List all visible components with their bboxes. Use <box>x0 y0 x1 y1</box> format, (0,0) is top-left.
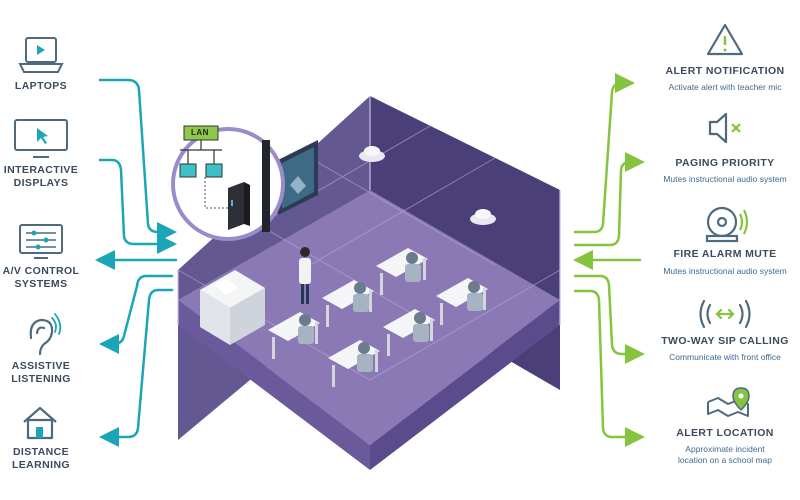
classroom-room <box>177 96 561 470</box>
label-distance-learning: DISTANCE LEARNING <box>11 446 71 471</box>
student-desks <box>268 248 488 387</box>
teacher-desk <box>200 270 265 345</box>
label-assistive-listening: ASSISTIVE LISTENING <box>11 360 71 385</box>
fire-alarm-bell-icon <box>705 206 749 243</box>
assistive-listening-icon <box>29 313 62 356</box>
two-way-signal-icon <box>699 299 751 329</box>
right-connectors <box>573 73 645 447</box>
title-fire-alarm-mute: FIRE ALARM MUTE <box>673 248 777 260</box>
label-av-control-systems: A/V CONTROL SYSTEMS <box>2 265 80 290</box>
left-connectors <box>95 78 178 447</box>
av-control-icon <box>19 224 63 259</box>
interactive-display-icon <box>14 119 68 158</box>
title-alert-notification: ALERT NOTIFICATION <box>665 65 785 77</box>
alert-triangle-icon <box>706 23 744 56</box>
title-two-way-sip-calling: TWO-WAY SIP CALLING <box>661 335 789 347</box>
distance-learning-icon <box>23 406 57 440</box>
label-laptops: LAPTOPS <box>14 80 68 92</box>
ceiling-speaker <box>359 146 385 162</box>
title-paging-priority: PAGING PRIORITY <box>675 157 775 169</box>
desc-alert-location: Approximate incident location on a schoo… <box>677 444 773 465</box>
desc-alert-notification: Activate alert with teacher mic <box>668 82 782 92</box>
speaker-mute-icon <box>708 112 741 144</box>
map-pin-icon <box>707 387 750 417</box>
desc-fire-alarm-mute: Mutes instructional audio system <box>663 266 787 276</box>
label-interactive-displays: INTERACTIVE DISPLAYS <box>3 164 79 189</box>
teacher-figure <box>299 247 311 304</box>
laptop-icon <box>18 37 64 73</box>
lan-label: LAN <box>191 128 209 137</box>
title-alert-location: ALERT LOCATION <box>676 427 774 439</box>
ceiling-speaker <box>470 209 496 225</box>
desc-paging-priority: Mutes instructional audio system <box>663 174 787 184</box>
lan-network-bubble <box>171 125 285 241</box>
wall-display <box>278 140 318 215</box>
desc-two-way-sip-calling: Communicate with front office <box>669 352 781 362</box>
